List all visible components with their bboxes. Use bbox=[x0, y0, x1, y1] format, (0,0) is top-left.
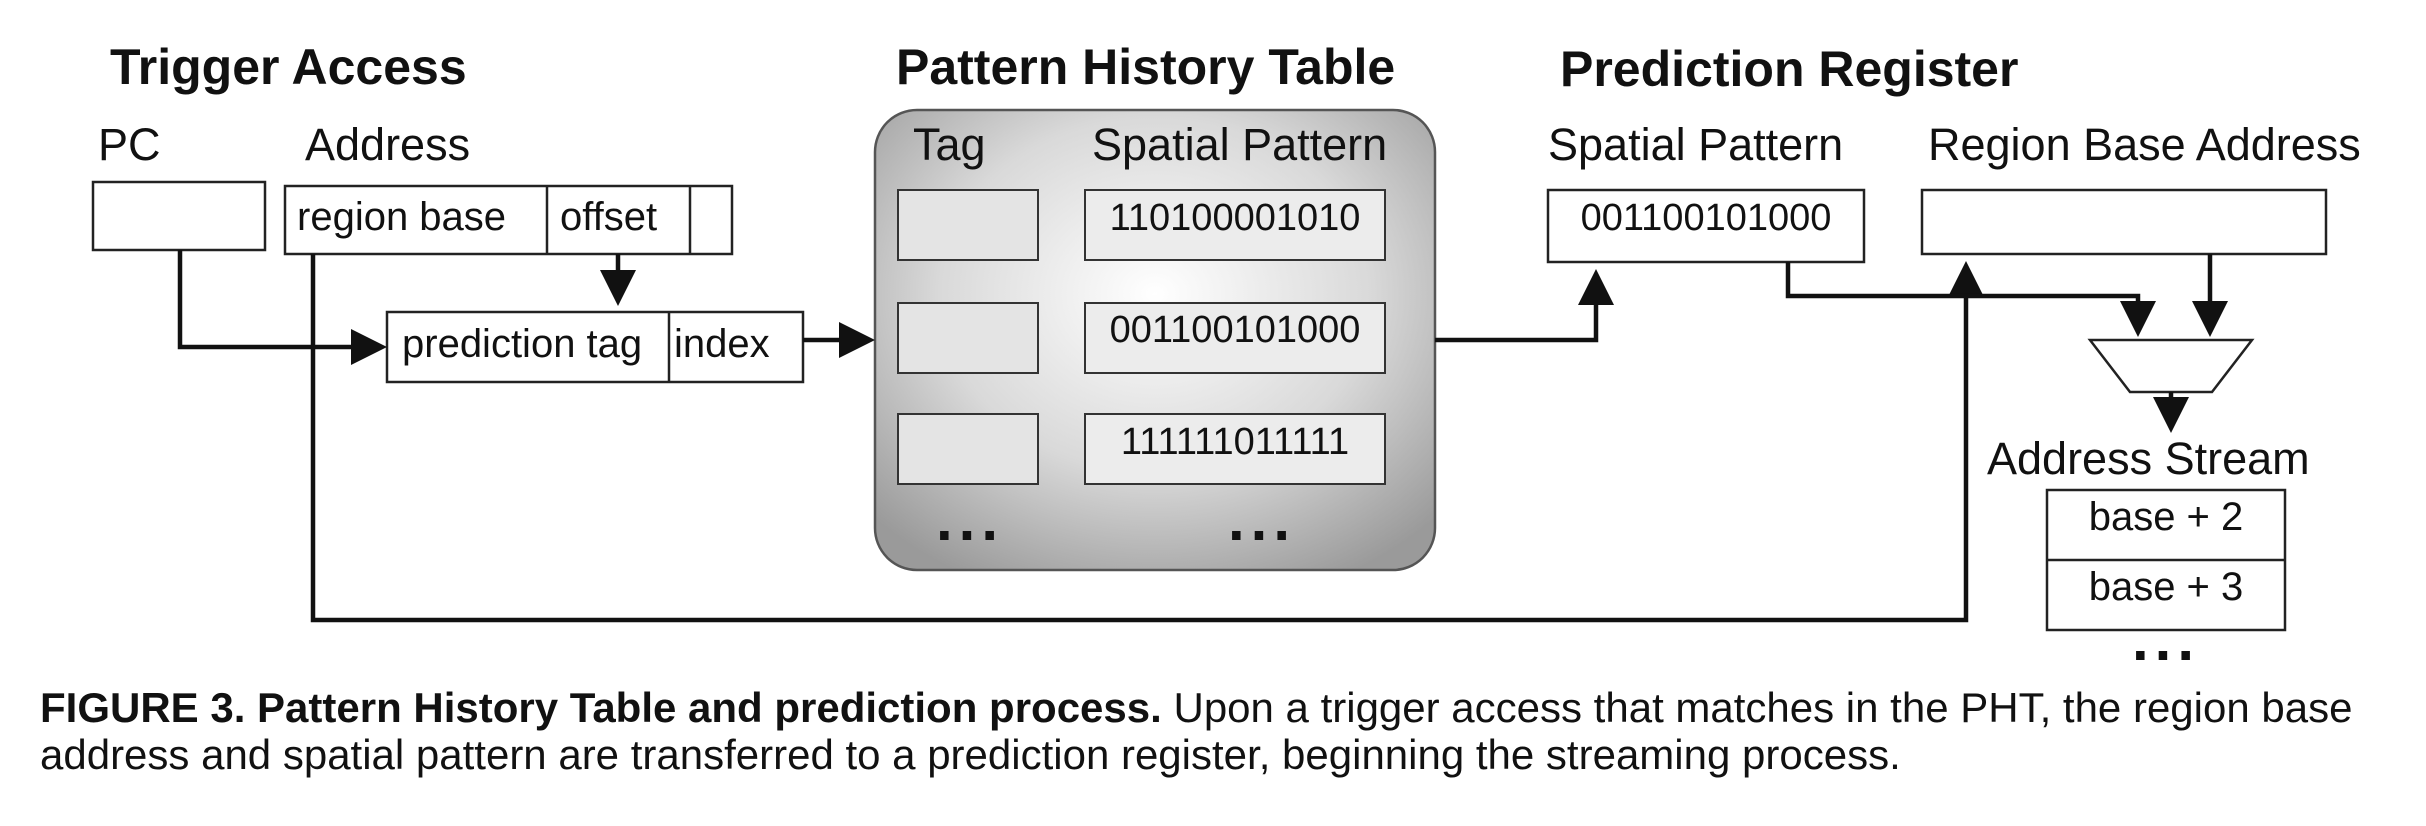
pht-tag-cell bbox=[897, 189, 1039, 261]
prediction-register-heading: Prediction Register bbox=[1560, 41, 2018, 97]
address-stream-heading: Address Stream bbox=[1987, 433, 2310, 484]
prediction-tag-box bbox=[385, 310, 805, 384]
spatial-pattern-to-combiner-arrow bbox=[1785, 262, 2156, 337]
pht-to-spatial-pattern-arrow bbox=[1435, 269, 1614, 343]
pht-pattern-cell bbox=[1084, 189, 1386, 261]
address-stream-entry: base + 2 bbox=[2089, 495, 2244, 539]
caption-title: FIGURE 3. Pattern History Table and pred… bbox=[40, 684, 1162, 731]
pht-pattern-ellipsis: ... bbox=[1228, 486, 1296, 553]
pht-tag-ellipsis: ... bbox=[936, 486, 1004, 553]
pht-tag-cell bbox=[897, 302, 1039, 374]
pht-pattern-value: 001100101000 bbox=[1110, 309, 1361, 351]
caption-text: Upon a trigger access that matches in th… bbox=[40, 684, 2353, 778]
spatial-pattern-register bbox=[1546, 188, 1866, 264]
pht-pattern-value: 111111011111 bbox=[1121, 421, 1349, 463]
pc-label: PC bbox=[98, 119, 161, 170]
region-base-to-register-arrow bbox=[310, 254, 1984, 623]
address-box bbox=[283, 184, 734, 256]
index-field: index bbox=[674, 322, 770, 366]
region-base-field: region base bbox=[297, 195, 506, 239]
spatial-pattern-register-value: 001100101000 bbox=[1581, 197, 1832, 239]
pht-tag-header: Tag bbox=[913, 119, 986, 170]
spatial-pattern-label: Spatial Pattern bbox=[1548, 119, 1843, 170]
pc-box bbox=[91, 180, 267, 252]
trigger-access-heading: Trigger Access bbox=[110, 39, 467, 95]
address-stream-entry: base + 3 bbox=[2089, 565, 2244, 609]
pht-pattern-cell bbox=[1084, 413, 1386, 485]
pht-pattern-value: 110100001010 bbox=[1110, 197, 1361, 239]
pht-tag-cell bbox=[897, 413, 1039, 485]
region-base-address-label: Region Base Address bbox=[1928, 119, 2361, 170]
pht-heading: Pattern History Table bbox=[896, 39, 1395, 95]
region-base-address-register bbox=[1920, 188, 2328, 256]
pht-pattern-cell bbox=[1084, 302, 1386, 374]
address-label: Address bbox=[305, 119, 470, 170]
pc-to-prediction-tag-arrow bbox=[177, 250, 387, 365]
figure-caption: FIGURE 3. Pattern History Table and pred… bbox=[40, 684, 2400, 778]
offset-field: offset bbox=[560, 195, 657, 239]
address-combiner bbox=[2087, 338, 2255, 394]
address-stream-ellipsis: ... bbox=[2132, 606, 2200, 673]
pht-pattern-header: Spatial Pattern bbox=[1092, 119, 1387, 170]
prediction-tag-field: prediction tag bbox=[402, 322, 642, 366]
